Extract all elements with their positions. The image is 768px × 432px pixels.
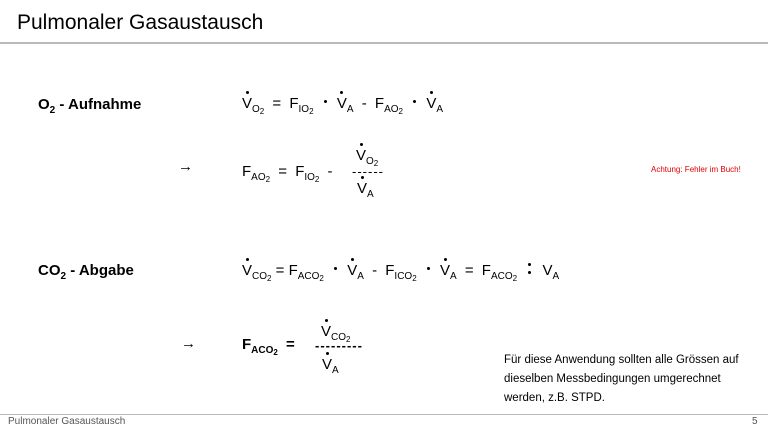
o2-fraction-line: ------ bbox=[352, 164, 384, 179]
o2-vdot: V bbox=[242, 91, 253, 112]
o2-label-main: O bbox=[38, 96, 50, 113]
co2-faco2-equation: FACO2 = bbox=[242, 336, 299, 357]
co2-output-equation: VCO2 = FACO2 VA - FICO2 VA = FACO2 VA bbox=[242, 258, 560, 283]
o2-va1: V bbox=[336, 91, 347, 112]
o2-f2-sub: AO bbox=[384, 104, 399, 115]
o2-frac-vdot-sub: O bbox=[366, 156, 374, 167]
co2-va3: V bbox=[542, 262, 553, 279]
o2-fio2-sub: IO bbox=[304, 172, 315, 183]
o2-minus: - bbox=[361, 95, 367, 112]
co2-f3: F bbox=[481, 262, 491, 279]
co2-frac-va: V bbox=[322, 352, 333, 373]
stpd-note: Für diese Anwendung sollten alle Grössen… bbox=[504, 354, 739, 404]
o2-fio2: F bbox=[295, 163, 305, 180]
o2-vdot-sub: O bbox=[252, 104, 260, 115]
o2-f2: F bbox=[374, 95, 385, 112]
o2-va2-sub: A bbox=[436, 104, 444, 115]
o2-f2-subsub: 2 bbox=[398, 107, 403, 116]
multiply-dot bbox=[334, 267, 338, 270]
co2-arrow-icon: → bbox=[181, 335, 196, 352]
o2-fao2-equation: FAO2 = FIO2 - bbox=[242, 163, 337, 184]
page-number: 5 bbox=[752, 416, 758, 427]
co2-f1: F bbox=[288, 262, 298, 279]
o2-fao2-subsub: 2 bbox=[265, 175, 271, 184]
co2-va2: V bbox=[440, 258, 451, 279]
co2-fraction-line: --------- bbox=[315, 338, 363, 353]
o2-fao2-sub: AO bbox=[251, 172, 266, 183]
o2-frac-va: V bbox=[357, 176, 368, 197]
co2-frac-vdot: V bbox=[321, 319, 332, 340]
co2-f3-sub: ACO bbox=[490, 271, 513, 282]
co2-vdot-sub: CO bbox=[252, 271, 268, 282]
co2-frac-vdot-sub: CO bbox=[331, 332, 347, 343]
co2-minus: - bbox=[372, 262, 378, 279]
co2-vdot: V bbox=[242, 258, 253, 279]
o2-frac-vdot: V bbox=[356, 143, 367, 164]
o2-arrow-icon: → bbox=[178, 158, 193, 175]
co2-eq2-sign: = bbox=[286, 336, 295, 353]
o2-fao2: F bbox=[242, 163, 252, 180]
co2-output-label: CO2 - Abgabe bbox=[38, 262, 134, 282]
co2-f1-sub: ACO bbox=[297, 271, 320, 282]
o2-vdot-subsub: 2 bbox=[259, 107, 265, 116]
o2-uptake-equation: VO2 = FIO2 VA - FAO2 VA bbox=[242, 91, 444, 116]
co2-vdot-subsub: 2 bbox=[267, 274, 272, 283]
co2-va1-sub: A bbox=[357, 271, 364, 282]
footer-divider bbox=[0, 414, 768, 415]
co2-f1-subsub: 2 bbox=[319, 274, 324, 283]
o2-va1-sub: A bbox=[346, 104, 354, 115]
error-note: Achtung: Fehler im Buch! bbox=[651, 165, 741, 174]
co2-f2-subsub: 2 bbox=[412, 274, 417, 283]
co2-f2-sub: ICO bbox=[394, 271, 413, 282]
co2-va1: V bbox=[347, 258, 358, 279]
multiply-dot bbox=[413, 100, 417, 103]
o2-fio2-subsub: 2 bbox=[314, 175, 320, 184]
co2-f3-subsub: 2 bbox=[512, 274, 518, 283]
multiply-dot bbox=[323, 100, 327, 103]
footer-title: Pulmonaler Gasaustausch bbox=[8, 416, 126, 427]
co2-fraction-numerator: VCO2 bbox=[321, 319, 350, 344]
o2-frac-va-sub: A bbox=[367, 189, 374, 200]
o2-eq2-sign: = bbox=[278, 163, 288, 180]
slide-title: Pulmonaler Gasaustausch bbox=[17, 11, 264, 34]
multiply-dot bbox=[426, 267, 430, 270]
o2-f1-subsub: 2 bbox=[309, 107, 314, 116]
co2-label-rest: - Abgabe bbox=[66, 262, 134, 279]
o2-f1: F bbox=[289, 95, 299, 112]
o2-f1-sub: IO bbox=[298, 104, 310, 115]
co2-label-sub: 2 bbox=[60, 271, 67, 282]
co2-faco2-sub: ACO bbox=[251, 345, 274, 356]
co2-faco2: F bbox=[242, 336, 252, 353]
o2-label-rest: - Aufnahme bbox=[55, 96, 142, 113]
o2-label-sub: 2 bbox=[49, 105, 56, 116]
co2-eq-sign-2: = bbox=[464, 262, 474, 279]
co2-va3-sub: A bbox=[552, 271, 560, 282]
co2-faco2-subsub: 2 bbox=[273, 348, 278, 357]
o2-va2: V bbox=[426, 91, 437, 112]
o2-eq-sign: = bbox=[272, 95, 282, 112]
o2-eq2-minus: - bbox=[327, 163, 333, 180]
co2-frac-va-sub: A bbox=[332, 365, 339, 376]
o2-uptake-label: O2 - Aufnahme bbox=[38, 96, 141, 116]
co2-frac-vdot-subsub: 2 bbox=[346, 335, 351, 344]
co2-eq-sign: = bbox=[275, 262, 285, 279]
o2-fraction-denominator: VA bbox=[357, 176, 374, 200]
co2-fraction-denominator: VA bbox=[322, 352, 339, 376]
o2-fraction-numerator: VO2 bbox=[356, 143, 378, 168]
co2-f2: F bbox=[385, 262, 395, 279]
co2-label-main: CO bbox=[38, 262, 61, 279]
title-divider bbox=[0, 42, 768, 44]
o2-frac-vdot-subsub: 2 bbox=[373, 159, 379, 168]
co2-va2-sub: A bbox=[450, 271, 457, 282]
